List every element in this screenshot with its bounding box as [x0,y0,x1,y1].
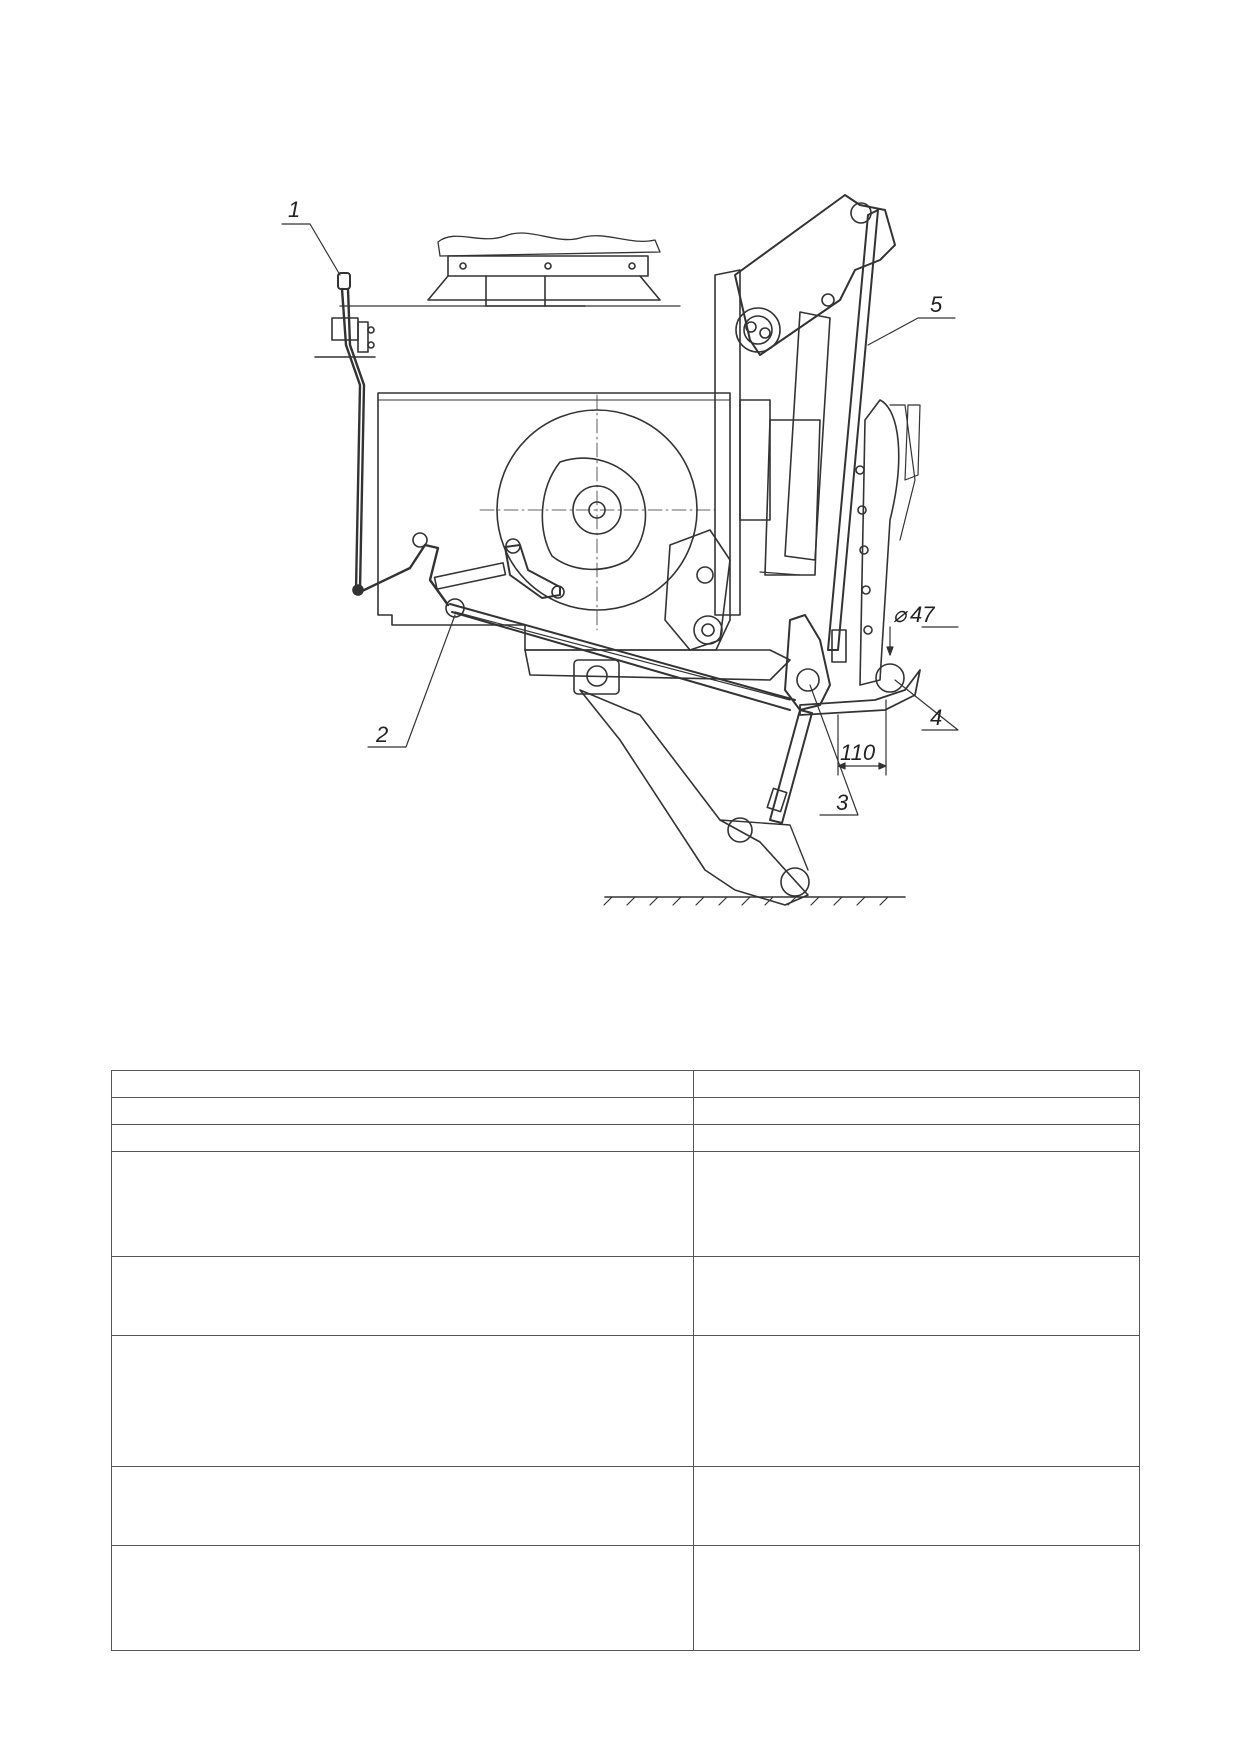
table-cell [693,1070,1140,1098]
table-row [111,1256,1140,1336]
table-cell [693,1124,1140,1152]
table-cell [111,1256,694,1336]
lower-bracket [784,614,921,716]
callout-4: 4 [930,705,942,730]
table-cell [693,1335,1140,1467]
table-cell [111,1070,694,1098]
dimension-110 [837,699,887,776]
table-cell [693,1097,1140,1125]
table-cell [111,1466,694,1546]
table-cell [693,1545,1140,1651]
technical-drawing: 1 2 3 4 5 ⌀ 47 110 [281,194,959,906]
table-cell [111,1124,694,1152]
table-row [111,1097,1140,1125]
table-row [111,1545,1140,1651]
table-cell [693,1256,1140,1336]
gearbox-housing [377,392,791,695]
callout-3: 3 [836,790,849,815]
control-lever [314,272,376,596]
leader-lines [281,223,959,816]
table-cell [111,1151,694,1257]
table-cell [111,1545,694,1651]
table-row [111,1335,1140,1467]
callout-1: 1 [288,197,300,222]
linkage-rods [358,532,796,711]
hitch-tower [714,194,921,686]
callout-5: 5 [930,292,943,317]
ground-line [603,896,906,906]
table-cell [693,1466,1140,1546]
diameter-symbol: ⌀ [893,602,909,627]
table-row [111,1070,1140,1098]
table-cell [693,1151,1140,1257]
seat-assembly [339,232,681,307]
table-row [111,1466,1140,1546]
table-row [111,1124,1140,1152]
specification-table [111,1070,1140,1651]
diameter-value: 47 [910,602,935,627]
dimension-width-value: 110 [840,740,876,765]
table-cell [111,1335,694,1467]
callout-2: 2 [375,722,388,747]
table-cell [111,1097,694,1125]
lower-link [579,689,813,906]
table-row [111,1151,1140,1257]
